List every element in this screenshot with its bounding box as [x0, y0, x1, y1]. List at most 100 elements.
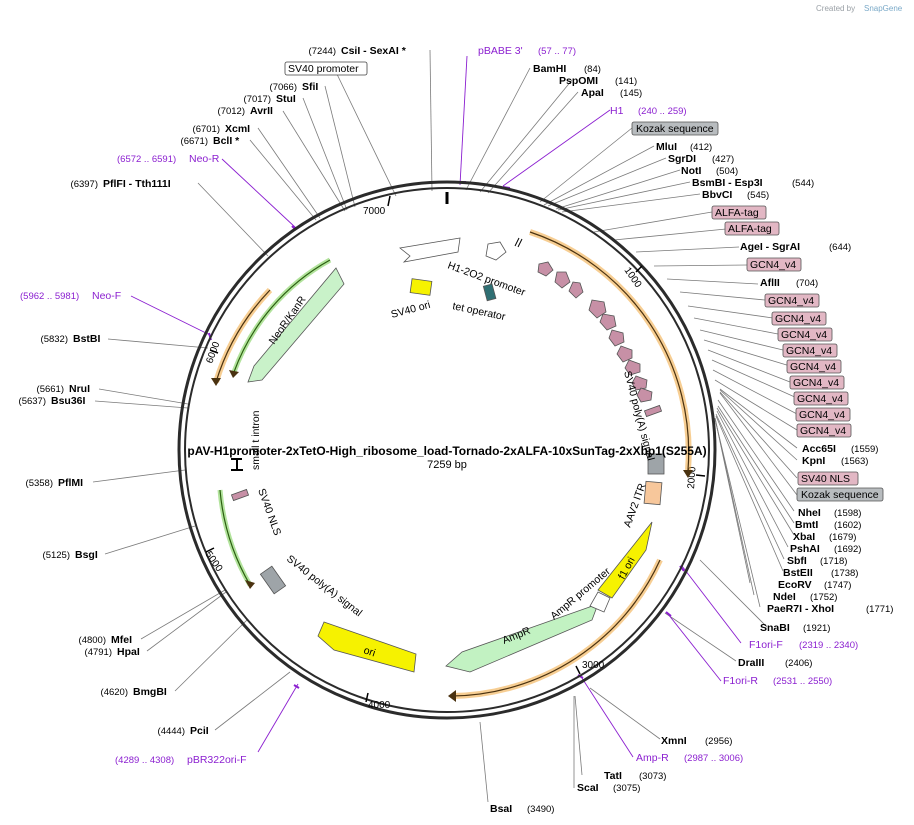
enzyme-bsu36i: Bsu36I: [51, 395, 86, 407]
enzyme-pflfi-pos: (6397): [71, 179, 98, 190]
primer-pbabe3: pBABE 3': [478, 45, 523, 57]
orf-arcs: [213, 229, 692, 699]
enzyme-bstbi: BstBI: [73, 333, 101, 345]
tick-1000: 1000: [622, 265, 644, 290]
enzyme-bsmbi-pos: (544): [792, 178, 814, 189]
primer-neo-r-pos: (6572 .. 6591): [117, 154, 176, 165]
primer-amp-r-pos: (2987 .. 3006): [684, 753, 743, 764]
enzyme-sgrdi-pos: (427): [712, 154, 734, 165]
ori-label: ori: [362, 644, 377, 659]
primer-ticks: [208, 181, 685, 689]
primer-pbr322-pos: (4289 .. 4308): [115, 755, 174, 766]
enzyme-noti-pos: (504): [716, 166, 738, 177]
enzyme-bbvci: BbvCI: [702, 189, 732, 201]
small-t-intron-label: small t intron: [250, 410, 262, 470]
sv40-polya-left-label: SV40 poly(A) signal: [284, 553, 364, 619]
enzyme-bamhi-pos: (84): [584, 64, 601, 75]
enzyme-bsgi: BsgI: [75, 549, 98, 561]
enzyme-hpai: HpaI: [117, 646, 140, 658]
primer-labels: pBABE 3' (57 .. 77) H1 (240 .. 259) (657…: [20, 45, 858, 766]
enzyme-ecorv: EcoRV: [778, 579, 812, 591]
enzyme-bsgi-pos: (5125): [43, 550, 70, 561]
sv40-nls-box: [230, 488, 250, 502]
enzyme-sbfi: SbfI: [787, 555, 807, 567]
primer-f1ori-r: F1ori-R: [723, 675, 758, 687]
enzyme-pcii: PciI: [190, 725, 209, 737]
enzyme-pshai-pos: (1692): [834, 544, 861, 555]
tick-4000: 4000: [368, 700, 391, 711]
enzyme-ndei-pos: (1752): [810, 592, 837, 603]
credit-text: Created by: [816, 4, 855, 13]
primer-h1-pos: (240 .. 259): [638, 106, 687, 117]
primer-leaders: [130, 55, 742, 758]
f1-ori-arrow: [597, 521, 653, 599]
primer-neo-f-pos: (5962 .. 5981): [20, 291, 79, 302]
boxed-labels: SV40 promoter Kozak sequence ALFA-tag AL…: [284, 61, 884, 502]
enzyme-nrui: NruI: [69, 383, 90, 395]
leader-lines: [92, 49, 798, 803]
enzyme-pflmi-pos: (5358): [26, 478, 53, 489]
plasmid-name: pAV-H1promoter-2xTetO-High_ribosome_load…: [187, 444, 706, 458]
box-gcn4-1: GCN4_v4: [750, 259, 796, 271]
enzyme-bsteii-pos: (1738): [831, 568, 858, 579]
box-gcn4-7: GCN4_v4: [793, 377, 839, 389]
enzyme-labels-right: BamHI (84) PspOMI (141) ApaI (145) MluI …: [490, 63, 893, 815]
enzyme-xcmi: XcmI: [225, 123, 250, 135]
tet-operator-box: [482, 283, 497, 302]
enzyme-scai: ScaI: [577, 782, 599, 794]
enzyme-agei: AgeI - SgrAI: [740, 241, 800, 253]
enzyme-snabi-pos: (1921): [803, 623, 830, 634]
sv40-promoter-arrow: [399, 237, 461, 263]
enzyme-apai: ApaI: [581, 87, 604, 99]
enzyme-apai-pos: (145): [620, 88, 642, 99]
box-gcn4-9: GCN4_v4: [799, 409, 845, 421]
enzyme-scai-pos: (3075): [613, 783, 640, 794]
enzyme-sfii: SfiI: [302, 81, 318, 93]
enzyme-kpni: KpnI: [802, 455, 825, 467]
enzyme-bcli-pos: (6671): [181, 136, 208, 147]
enzyme-pshai: PshAI: [790, 543, 820, 555]
enzyme-bsmbi: BsmBI - Esp3I: [692, 177, 763, 189]
ampr-arrow: [445, 603, 599, 673]
enzyme-mfei: MfeI: [111, 634, 132, 646]
box-gcn4-6: GCN4_v4: [790, 361, 836, 373]
plasmid-size: 7259 bp: [427, 459, 467, 471]
enzyme-kpni-pos: (1563): [841, 456, 868, 467]
enzyme-xmni-pos: (2956): [705, 736, 732, 747]
primer-neo-r: Neo-R: [189, 153, 220, 165]
primer-pbabe3-pos: (57 .. 77): [538, 46, 576, 57]
enzyme-pspomi: PspOMI: [559, 75, 598, 87]
enzyme-nrui-pos: (5661): [37, 384, 64, 395]
enzyme-bcli: BclI *: [213, 135, 240, 147]
box-sv40-nls: SV40 NLS: [801, 473, 850, 485]
enzyme-mlui: MluI: [656, 141, 677, 153]
enzyme-bsu36i-pos: (5637): [19, 396, 46, 407]
box-kozak-top: Kozak sequence: [636, 123, 714, 135]
sv40-ori-box: [409, 278, 433, 296]
enzyme-draiii: DraIII: [738, 657, 764, 669]
snapgene-brand: SnapGene: [864, 4, 903, 13]
enzyme-bmti-pos: (1602): [834, 520, 861, 531]
backbone: [177, 180, 717, 720]
small-t-intron-mark: [231, 458, 243, 471]
enzyme-bsteii: BstEII: [783, 567, 813, 579]
enzyme-nhei-pos: (1598): [834, 508, 861, 519]
ori-arrow: [317, 621, 417, 673]
enzyme-bstbi-pos: (5832): [41, 334, 68, 345]
enzyme-stui: StuI: [276, 93, 296, 105]
enzyme-pspomi-pos: (141): [615, 76, 637, 87]
nls-right-box: [643, 404, 663, 418]
neor-arrow: [247, 267, 345, 383]
enzyme-stui-pos: (7017): [244, 94, 271, 105]
enzyme-acc65i: Acc65I: [802, 443, 836, 455]
box-gcn4-5: GCN4_v4: [786, 345, 832, 357]
aav2-itr-box: [643, 480, 663, 506]
enzyme-bmgbi: BmgBI: [133, 686, 167, 698]
enzyme-xmni: XmnI: [661, 735, 687, 747]
sv40-polya-left-box: [259, 565, 287, 595]
primer-neo-f: Neo-F: [92, 290, 121, 302]
enzyme-avrii: AvrII: [250, 105, 273, 117]
box-gcn4-4: GCN4_v4: [781, 329, 827, 341]
enzyme-nhei: NheI: [798, 507, 821, 519]
box-gcn4-10: GCN4_v4: [800, 425, 846, 437]
